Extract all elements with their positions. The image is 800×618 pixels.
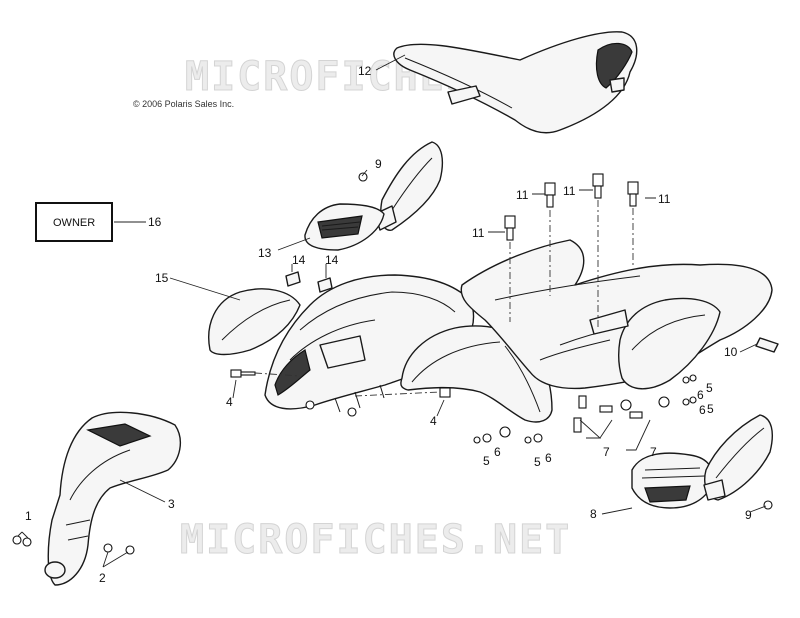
callout-5-d: 5: [707, 402, 714, 416]
front-fender-left-part: [208, 288, 301, 356]
owner-label: OWNER: [53, 217, 95, 229]
callout-6-a: 6: [494, 445, 501, 459]
footwell-part: [631, 452, 714, 509]
callout-11-b: 11: [563, 184, 576, 198]
callout-1: 1: [25, 509, 32, 523]
watermark-bottom: MICROFICHES.NET: [180, 517, 571, 563]
callout-6-d: 6: [697, 388, 704, 402]
callout-13: 13: [258, 246, 272, 260]
callout-11-c: 11: [658, 192, 671, 206]
callout-16: 16: [148, 215, 162, 229]
callout-9-lower: 9: [745, 508, 752, 522]
callout-8: 8: [590, 507, 597, 521]
callout-2: 2: [99, 571, 106, 585]
latch-part: [755, 337, 779, 353]
callout-5-c: 5: [706, 381, 713, 395]
callout-14-right: 14: [325, 253, 339, 267]
copyright-notice: © 2006 Polaris Sales Inc.: [133, 99, 234, 109]
callout-14-left: 14: [292, 253, 306, 267]
callout-11-a: 11: [516, 188, 529, 202]
callout-7-a: 7: [603, 445, 610, 459]
callout-5-b: 5: [534, 455, 541, 469]
callout-labels: 12 16 9 13 15 14 14 11 11 11 11 10 4 4 5…: [25, 64, 752, 585]
leader-lines: [17, 54, 767, 568]
front-body-part: [264, 274, 475, 417]
side-bracket-upper-part: [374, 141, 444, 231]
callout-4-left: 4: [226, 395, 233, 409]
callout-10: 10: [724, 345, 738, 359]
side-bracket-lower-part: [703, 414, 773, 501]
callout-5-a: 5: [483, 454, 490, 468]
callout-3: 3: [168, 497, 175, 511]
callout-6-b: 6: [545, 451, 552, 465]
rear-body-part: [460, 239, 773, 411]
seat-part: [393, 31, 638, 134]
callout-15: 15: [155, 271, 169, 285]
front-nose-part: [44, 411, 182, 586]
callout-6-c: 6: [699, 403, 706, 417]
bolts-11: [504, 173, 639, 330]
callout-4-right: 4: [430, 414, 437, 428]
callout-9-upper: 9: [375, 157, 382, 171]
callout-12: 12: [358, 64, 372, 78]
vent-panel-part: [304, 203, 385, 251]
callout-7-b: 7: [650, 445, 657, 459]
owner-manual-part: OWNER: [35, 202, 113, 242]
callout-11-d: 11: [472, 226, 485, 240]
